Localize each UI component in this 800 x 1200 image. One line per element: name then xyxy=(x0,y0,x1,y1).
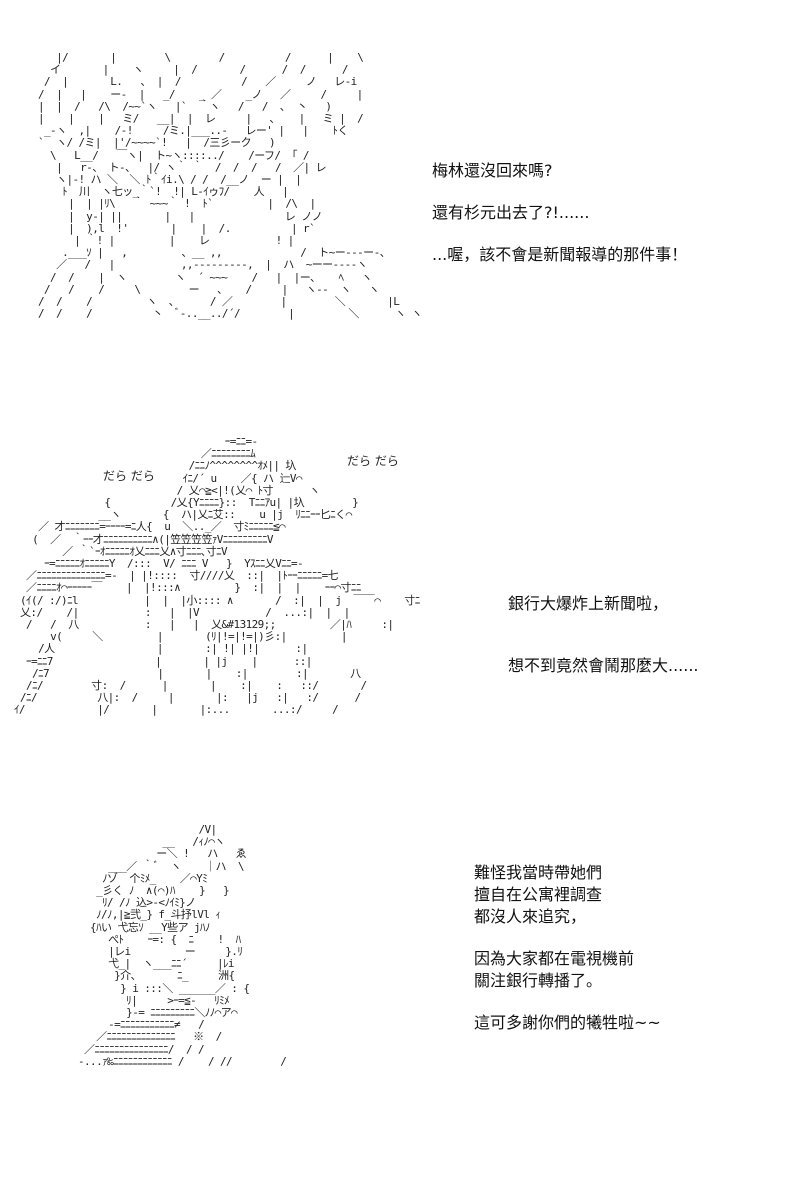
narration-block-3: 難怪我當時帶她們 擅自在公寓裡調查 都沒人來追究， 因為大家都在電視機前 關注銀… xyxy=(474,862,661,1034)
narration-line: 因為大家都在電視機前 xyxy=(474,949,635,968)
panel-2: だら だら だら だら ｰ=ﾆﾆ=- ／ﾆﾆﾆﾆﾆﾆﾆﾆﾑ /ﾆﾆﾉ^^^^^^… xyxy=(0,410,800,810)
panel-3: /V| __ /ｨﾉ⌒ヽ ー＼ ! ハ ゑ ___／ ｀ﾞ ヽ ｜ハ \ ﾉゾ … xyxy=(0,810,800,1200)
narration-line: 關注銀行轉播了。 xyxy=(474,971,603,990)
narration-block-1: 梅林還沒回來嗎? 還有杉元出去了?!...... ...喔，該不會是新聞報導的那… xyxy=(432,160,687,286)
narration-line: 梅林還沒回來嗎? xyxy=(432,161,553,180)
spacer xyxy=(474,992,661,1012)
panel-1: |/ | \ / / | \ イ | ヽ | / / / / / / | L. … xyxy=(0,0,800,410)
narration-line: 難怪我當時帶她們 xyxy=(474,863,603,882)
sfx-dara-right: だら だら xyxy=(347,454,399,468)
narration-block-2: 銀行大爆炸上新聞啦， 想不到竟然會鬧那麼大...... xyxy=(508,593,699,717)
ascii-art-man-face: |/ | \ / / | \ イ | ヽ | / / / / / / | L. … xyxy=(38,52,422,321)
narration-line: 都沒人來追究， xyxy=(474,907,587,926)
narration-line: 想不到竟然會鬧那麼大...... xyxy=(508,656,699,675)
spacer xyxy=(474,928,661,948)
sfx-dara-left: だら だら xyxy=(103,469,155,483)
narration-line: 還有杉元出去了?!...... xyxy=(432,203,590,222)
narration-line: 這可多謝你們的犧牲啦~~ xyxy=(474,1013,661,1032)
narration-line: 銀行大爆炸上新聞啦， xyxy=(508,594,669,613)
narration-line: ...喔，該不會是新聞報導的那件事！ xyxy=(432,245,688,264)
ascii-art-hat-figure: ｰ=ﾆﾆ=- ／ﾆﾆﾆﾆﾆﾆﾆﾆﾑ /ﾆﾆﾉ^^^^^^^^ｵﾒ|| 圦 ｲﾆ/… xyxy=(14,436,420,717)
narration-line: 擅自在公寓裡調查 xyxy=(474,885,603,904)
ascii-art-smiling-man: /V| __ /ｨﾉ⌒ヽ ー＼ ! ハ ゑ ___／ ｀ﾞ ヽ ｜ハ \ ﾉゾ … xyxy=(78,824,287,1068)
